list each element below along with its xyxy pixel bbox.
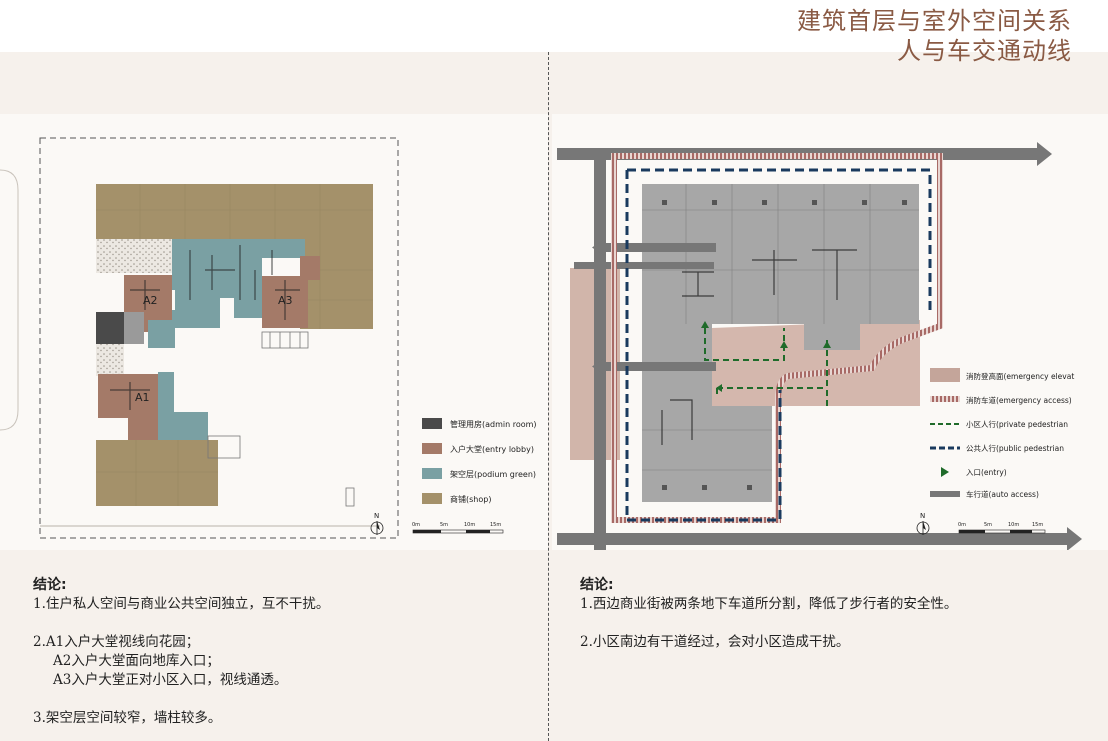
conclusion-point-2: 2.小区南边有干道经过，会对小区造成干扰。 — [580, 634, 850, 650]
building-west — [642, 324, 712, 502]
page-title: 建筑首层与室外空间关系 — [797, 7, 1072, 35]
legend-label-private-pedestrian: 小区人行(private pedestrian — [966, 419, 1068, 429]
right-conclusion: 结论: 1.西边商业街被两条地下车道所分割，降低了步行者的安全性。 2.小区南边… — [580, 576, 957, 652]
legend-label-podium: 架空层(podium green) — [450, 469, 536, 479]
conclusion-point-3: 3.架空层空间较窄，墙柱较多。 — [33, 710, 222, 726]
conclusion-point-1: 1.住户私人空间与商业公共空间独立，互不干扰。 — [33, 596, 330, 612]
conclusion-heading: 结论: — [580, 577, 614, 593]
gravel-area — [96, 239, 172, 273]
svg-text:N: N — [374, 512, 379, 520]
legend-swatch-auto-access — [930, 491, 960, 497]
legend-label-auto-access: 车行道(auto access) — [966, 489, 1039, 499]
shop-block-south — [96, 440, 218, 506]
left-plan-panel: A2 A3 A1 管理用房(admin room) 入户大堂(entry lob… — [0, 100, 548, 550]
svg-text:5m: 5m — [984, 522, 992, 528]
svg-text:10m: 10m — [1008, 522, 1019, 528]
legend-label-public-pedestrian: 公共人行(public pedestrian — [966, 443, 1064, 453]
building-north — [642, 184, 919, 324]
svg-text:5m: 5m — [440, 522, 448, 528]
podium-green-south — [158, 372, 208, 440]
entry-marker-icon — [701, 321, 709, 328]
north-arrow-icon: N — [370, 512, 384, 535]
conclusion-point-2-a3: A3入户大堂正对小区入口，视线通透。 — [53, 672, 288, 688]
legend-label-shop: 商铺(shop) — [450, 494, 491, 504]
svg-text:15m: 15m — [1032, 522, 1043, 528]
panel-divider — [548, 52, 549, 741]
svg-text:10m: 10m — [464, 522, 475, 528]
unit-label-a2: A2 — [143, 294, 158, 307]
legend-swatch-shop — [422, 493, 442, 504]
legend-swatch-emergency-elevation — [930, 368, 960, 382]
conclusion-point-2-a2: A2入户大堂面向地库入口； — [53, 653, 220, 669]
legend-swatch-podium — [422, 468, 442, 479]
unit-label-a1: A1 — [135, 391, 150, 404]
ground-floor-plan: A2 A3 A1 管理用房(admin room) 入户大堂(entry lob… — [0, 114, 548, 550]
entry-marker-icon — [780, 341, 788, 348]
svg-text:0m: 0m — [412, 522, 420, 528]
conclusion-point-2: 2.A1入户大堂视线向花园； — [33, 634, 200, 650]
entry-marker-icon — [823, 341, 831, 348]
emergency-access-lane — [611, 153, 943, 523]
svg-text:0m: 0m — [958, 522, 966, 528]
left-conclusion: 结论: 1.住户私人空间与商业公共空间独立，互不干扰。 2.A1入户大堂视线向花… — [33, 576, 329, 728]
scale-bar: 0m 5m 10m 15m — [958, 522, 1046, 534]
legend-label-admin: 管理用房(admin room) — [450, 419, 537, 429]
admin-room — [96, 312, 124, 344]
public-pedestrian-route — [625, 168, 932, 522]
legend-swatch-lobby — [422, 443, 442, 454]
legend-label-entry: 入口(entry) — [966, 468, 1007, 477]
legend-label-lobby: 入户大堂(entry lobby) — [450, 444, 534, 454]
entry-marker-icon — [716, 384, 722, 392]
private-pedestrian-route — [704, 328, 828, 408]
legend-swatch-entry-icon — [941, 467, 949, 477]
circulation-plan: 消防登高面(emergency elevat 消防车道(emergency ac… — [552, 114, 1108, 551]
right-plan-panel: 消防登高面(emergency elevat 消防车道(emergency ac… — [552, 100, 1108, 551]
unit-label-a3: A3 — [278, 294, 293, 307]
page-subtitle: 人与车交通动线 — [897, 37, 1072, 65]
emergency-elevation-east — [712, 320, 920, 406]
svg-text:15m: 15m — [490, 522, 501, 528]
left-legend: 管理用房(admin room) 入户大堂(entry lobby) 架空层(p… — [422, 418, 537, 504]
conclusion-point-1: 1.西边商业街被两条地下车道所分割，降低了步行者的安全性。 — [580, 596, 958, 612]
title-bar — [0, 0, 1108, 52]
scale-bar: 0m 5m 10m 15m — [412, 522, 504, 534]
conclusion-heading: 结论: — [33, 577, 67, 593]
legend-label-emergency-elevation: 消防登高面(emergency elevat — [966, 371, 1074, 381]
north-arrow-icon: N — [916, 512, 930, 535]
legend-swatch-admin — [422, 418, 442, 429]
legend-swatch-emergency-access — [930, 396, 960, 402]
svg-text:N: N — [920, 512, 925, 520]
site-boundary — [39, 137, 399, 539]
right-legend: 消防登高面(emergency elevat 消防车道(emergency ac… — [930, 368, 1074, 499]
legend-label-emergency-access: 消防车道(emergency access) — [966, 395, 1072, 405]
